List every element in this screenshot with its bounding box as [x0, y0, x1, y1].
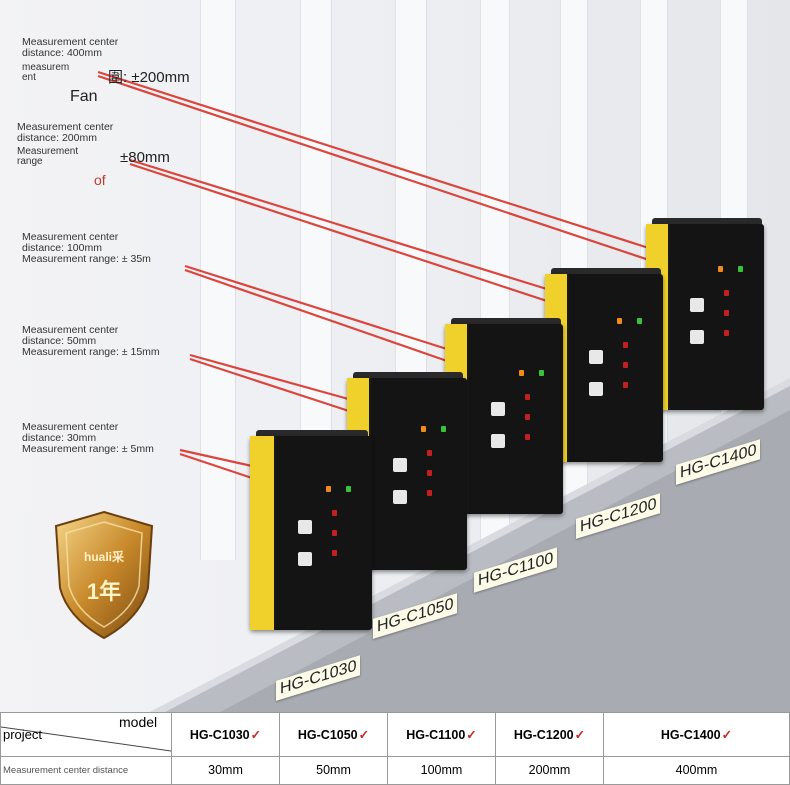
table-cell-distance: 100mm: [387, 755, 496, 785]
annotation-400-extra: Fan: [70, 88, 98, 105]
table-header-hg-c1050: HG-C1050✓: [279, 712, 388, 757]
table-header-hg-c1400: HG-C1400✓: [603, 712, 790, 757]
table-cell-distance: 200mm: [495, 755, 604, 785]
annotation-400-range-value: 圍: ±200mm: [108, 69, 190, 86]
table-header-hg-c1200: HG-C1200✓: [495, 712, 604, 757]
warranty-shield-icon: huali采 1年: [48, 508, 160, 642]
table-cell-distance: 400mm: [603, 755, 790, 785]
table-header-hg-c1100: HG-C1100✓: [387, 712, 496, 757]
spec-table: model project HG-C1030✓ HG-C1050✓ HG-C11…: [0, 712, 790, 785]
model-label: model: [119, 714, 158, 730]
table-corner-header: model project: [0, 712, 172, 757]
laser-lines: [97, 70, 656, 480]
table-cell-distance: 50mm: [279, 755, 388, 785]
project-label: project: [3, 727, 43, 742]
annotation-200-extra: of: [94, 172, 106, 188]
annotation-200-range-value: ±80mm: [120, 149, 170, 166]
table-cell-distance: 30mm: [171, 755, 280, 785]
distance-row-label: Measurement center distance: [0, 755, 172, 785]
table-header-hg-c1030: HG-C1030✓: [171, 712, 280, 757]
